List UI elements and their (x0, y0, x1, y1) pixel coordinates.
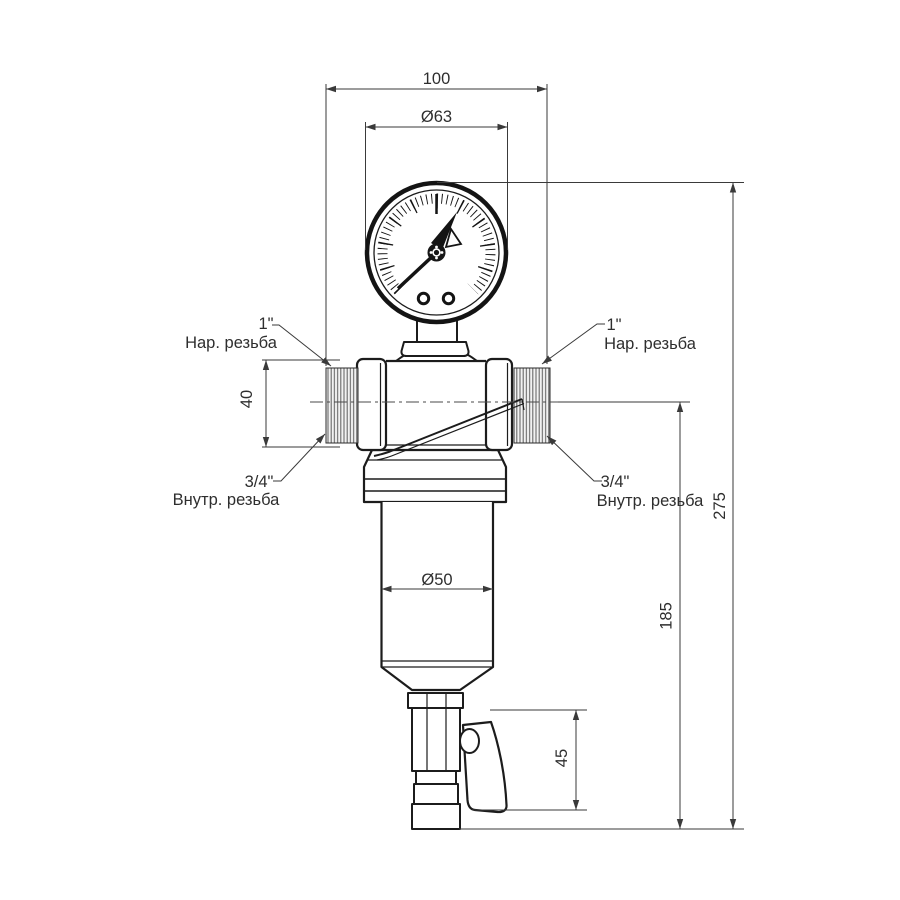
internal-passage-lines (373, 398, 525, 461)
gauge-hub (427, 243, 446, 262)
dimension-lines (262, 84, 744, 830)
pressure-gauge (364, 180, 509, 325)
drain-handle-pivot (459, 728, 480, 754)
callout-labels: 1" Нар. резьба 1" Нар. резьба 3/4" Внутр… (173, 315, 704, 510)
drain-band (413, 783, 459, 805)
label-gauge-diameter: Ø63 (421, 108, 452, 126)
filter-bowl (380, 502, 495, 692)
dim-lower-height (459, 401, 744, 830)
union-nut-right (484, 357, 514, 452)
gauge-dial-ring (373, 189, 500, 316)
valve-assembly (310, 313, 558, 830)
dim-gauge-diameter (365, 122, 508, 250)
leader-lines (272, 323, 605, 482)
inlet-thread-left (325, 367, 359, 444)
callout-left-union-size: 3/4" (245, 473, 274, 491)
drain-collar (407, 692, 464, 709)
leader-left-union (273, 433, 326, 482)
dim-overall-width (325, 84, 548, 366)
dial-screw-right (441, 291, 456, 306)
leader-right-outlet (541, 323, 605, 365)
label-port-height: 40 (238, 390, 256, 408)
callout-left-inlet-size: 1" (258, 315, 273, 333)
dim-overall-height (437, 182, 744, 829)
leader-left-inlet (272, 324, 332, 367)
drain-valve (407, 692, 508, 830)
label-drain-height: 45 (553, 749, 571, 767)
callout-right-union-size: 3/4" (601, 473, 630, 491)
leader-right-union (546, 435, 602, 482)
stem-collar (400, 341, 470, 357)
callout-right-outlet-type: Нар. резьба (604, 335, 697, 353)
dim-drain-height (472, 709, 587, 811)
drain-cylinder (411, 707, 461, 772)
label-bowl-diameter: Ø50 (421, 571, 452, 589)
label-overall-width: 100 (423, 70, 451, 88)
drain-step (415, 770, 457, 785)
label-overall-height: 275 (711, 492, 729, 520)
callout-left-inlet-type: Нар. резьба (185, 334, 278, 352)
dial-screw-left (416, 291, 431, 306)
callout-right-outlet-size: 1" (606, 316, 621, 334)
gauge-bezel (364, 180, 509, 325)
union-flange (362, 448, 508, 504)
callout-left-union-type: Внутр. резьба (173, 491, 280, 509)
drain-outlet-cap (411, 803, 461, 830)
label-lower-height: 185 (658, 602, 676, 630)
callout-right-union-type: Внутр. резьба (597, 492, 704, 510)
union-nut-left (355, 357, 388, 452)
dimension-labels: 100 Ø63 40 275 185 Ø50 45 (238, 70, 729, 767)
